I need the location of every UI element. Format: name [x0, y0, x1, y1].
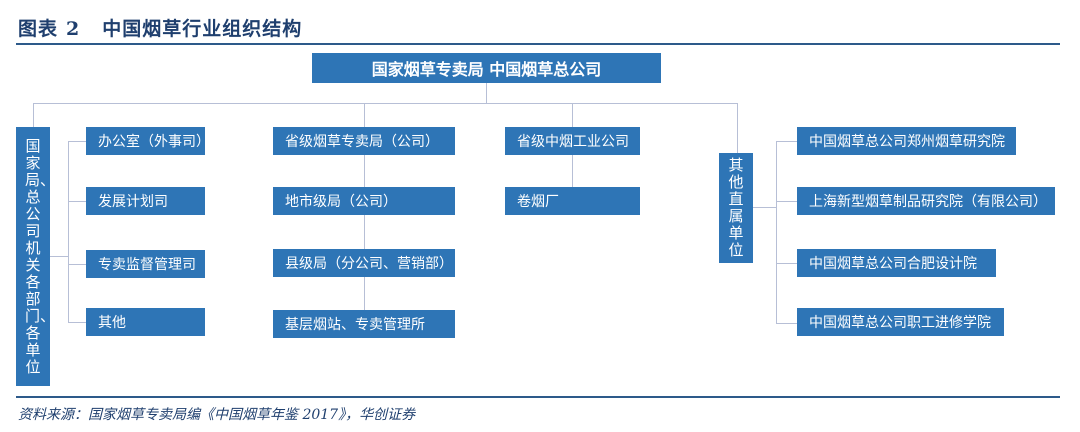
child-node-label: 地市级局（公司）: [285, 194, 397, 210]
child-node: 办公室（外事司）: [86, 127, 210, 155]
connector: [737, 103, 738, 153]
child-node: 卷烟厂: [505, 187, 640, 215]
child-node: 上海新型烟草制品研究院（有限公司）: [797, 187, 1055, 215]
connector: [364, 154, 365, 310]
figure-label: 图表: [18, 18, 59, 40]
branch-node-other-affiliates: 其他直属单位: [719, 153, 753, 263]
figure-number: 2: [66, 18, 81, 40]
connector: [33, 103, 34, 127]
root-node: 国家烟草专卖局 中国烟草总公司: [312, 53, 661, 83]
connector: [776, 201, 797, 202]
child-node: 地市级局（公司）: [273, 187, 455, 215]
child-node-label: 中国烟草总公司合肥设计院: [809, 256, 977, 272]
child-node-label: 发展计划司: [98, 194, 168, 210]
title-divider: [16, 43, 1060, 45]
child-node-label: 其他: [98, 315, 126, 331]
connector: [572, 154, 573, 187]
child-node: 中国烟草总公司职工进修学院: [797, 308, 1004, 336]
connector: [572, 103, 573, 127]
connector: [364, 103, 365, 127]
child-node: 基层烟站、专卖管理所: [273, 310, 455, 338]
branch-node-provincial-bureau: 省级烟草专卖局（公司）: [273, 127, 455, 155]
branch-node-label: 国家局、总公司机关各部门、各单位: [25, 136, 56, 376]
child-node-label: 专卖监督管理司: [98, 257, 196, 273]
child-node-label: 办公室（外事司）: [98, 134, 210, 150]
connector: [33, 103, 738, 104]
child-node: 县级局（分公司、营销部）: [273, 249, 455, 277]
connector: [68, 322, 86, 323]
child-node: 发展计划司: [86, 187, 205, 215]
child-node: 其他: [86, 308, 205, 336]
child-node-label: 卷烟厂: [517, 194, 559, 210]
child-node-label: 中国烟草总公司职工进修学院: [809, 315, 991, 331]
connector: [68, 201, 86, 202]
child-node-label: 中国烟草总公司郑州烟草研究院: [809, 134, 1005, 150]
connector: [776, 323, 797, 324]
branch-node-label: 省级中烟工业公司: [517, 134, 629, 150]
child-node-label: 基层烟站、专卖管理所: [285, 317, 425, 333]
connector: [68, 141, 86, 142]
figure-title: 图表 2 中国烟草行业组织结构: [18, 14, 302, 41]
footer-divider: [16, 396, 1060, 398]
connector: [776, 141, 777, 323]
figure-title-text: 中国烟草行业组织结构: [102, 18, 303, 40]
connector: [50, 256, 68, 257]
branch-node-hq-departments: 国家局、总公司机关各部门、各单位: [16, 127, 56, 386]
branch-node-label: 省级烟草专卖局（公司）: [285, 134, 439, 150]
branch-node-label: 其他直属单位: [728, 156, 744, 259]
child-node-label: 县级局（分公司、营销部）: [285, 256, 453, 272]
child-node: 中国烟草总公司郑州烟草研究院: [797, 127, 1016, 155]
connector: [68, 141, 69, 322]
connector: [68, 264, 86, 265]
connector: [776, 141, 797, 142]
branch-node-provincial-industrial: 省级中烟工业公司: [505, 127, 640, 155]
connector: [776, 263, 797, 264]
child-node: 中国烟草总公司合肥设计院: [797, 249, 996, 277]
connector: [753, 207, 776, 208]
root-node-label: 国家烟草专卖局 中国烟草总公司: [371, 60, 602, 79]
connector: [486, 83, 487, 103]
source-note: 资料来源：国家烟草专卖局编《中国烟草年鉴 2017》，华创证券: [18, 407, 416, 423]
child-node: 专卖监督管理司: [86, 250, 205, 278]
child-node-label: 上海新型烟草制品研究院（有限公司）: [809, 194, 1047, 210]
